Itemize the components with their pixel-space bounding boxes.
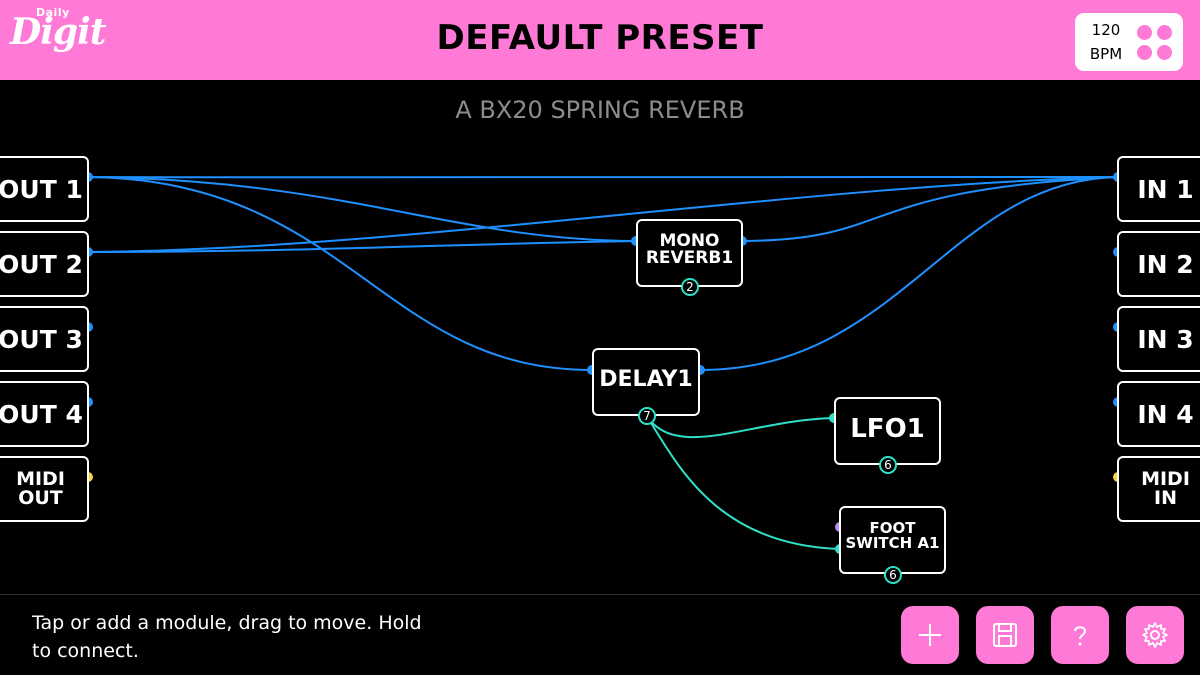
wire-in1-out2 [87, 176, 1119, 253]
plus-icon [919, 624, 941, 646]
port-label: IN 2 [1137, 249, 1194, 279]
bpm-label: BPM [1089, 45, 1123, 63]
module-badge: 7 [638, 407, 656, 425]
preset-title[interactable]: DEFAULT PRESET [436, 18, 764, 58]
module-badge: 6 [879, 456, 897, 474]
wire-reverb-out2 [87, 240, 637, 253]
output-port-out2[interactable]: OUT 2 [0, 231, 89, 297]
module-lfo[interactable]: LFO1 6 [834, 397, 941, 474]
port-label: IN 4 [1137, 399, 1194, 429]
input-port-in4[interactable]: IN 4 [1117, 381, 1200, 447]
module-name: FOOT SWITCH A1 [845, 519, 940, 552]
port-label: IN 1 [1137, 174, 1194, 204]
bpm-button[interactable]: 120 BPM [1075, 13, 1183, 71]
input-port-midi-in[interactable]: MIDI IN [1117, 456, 1200, 522]
output-port-out3[interactable]: OUT 3 [0, 306, 89, 372]
wire-lfo-delay [647, 417, 835, 439]
port-label: OUT 3 [0, 324, 83, 354]
input-port-in1[interactable]: IN 1 [1117, 156, 1200, 222]
save-icon [993, 623, 1017, 647]
port-label: MIDI IN [1141, 468, 1190, 509]
module-name: LFO1 [850, 414, 925, 444]
wire-footswitch-delay [647, 417, 841, 550]
grid-dots-icon [1135, 23, 1175, 63]
port-label: OUT 1 [0, 174, 83, 204]
port-label: MIDI OUT [16, 468, 65, 509]
module-name: DELAY1 [599, 367, 693, 392]
bpm-value: 120 [1091, 21, 1121, 39]
output-port-out1[interactable]: OUT 1 [0, 156, 89, 222]
output-port-out4[interactable]: OUT 4 [0, 381, 89, 447]
wire-reverb-out1 [87, 176, 637, 242]
wire-in1-delay [699, 176, 1119, 371]
add-module-button[interactable] [901, 606, 959, 664]
input-port-in3[interactable]: IN 3 [1117, 306, 1200, 372]
gear-icon [1142, 622, 1168, 648]
wire-in1-out1 [87, 176, 1119, 179]
top-bar: Daily Digit DEFAULT PRESET 120 BPM [0, 0, 1200, 80]
module-mono-reverb[interactable]: MONO REVERB1 2 [636, 219, 743, 296]
module-foot-switch[interactable]: FOOT SWITCH A1 6 [839, 506, 946, 584]
module-name: MONO REVERB1 [645, 231, 734, 268]
wire-in1-reverb [741, 176, 1119, 242]
logo-small-text: Daily [36, 6, 70, 19]
wire-delay-out1 [87, 176, 593, 371]
module-delay[interactable]: DELAY1 7 [592, 348, 700, 425]
port-label: OUT 4 [0, 399, 83, 429]
module-badge: 2 [681, 278, 699, 296]
port-label: IN 3 [1137, 324, 1194, 354]
daily-digit-logo: Daily Digit [8, 6, 106, 72]
hint-text: Tap or add a module, drag to move. Hold … [32, 612, 422, 662]
settings-button[interactable] [1126, 606, 1184, 664]
port-label: OUT 2 [0, 249, 83, 279]
preset-subtitle: A BX20 SPRING REVERB [455, 96, 745, 124]
logo-main-text: Digit [10, 11, 106, 53]
footer-divider [0, 594, 1200, 595]
module-badge: 6 [884, 566, 902, 584]
output-port-midi-out[interactable]: MIDI OUT [0, 456, 89, 522]
input-port-in2[interactable]: IN 2 [1117, 231, 1200, 297]
help-icon [1074, 626, 1087, 646]
save-button[interactable] [976, 606, 1034, 664]
help-button[interactable] [1051, 606, 1109, 664]
